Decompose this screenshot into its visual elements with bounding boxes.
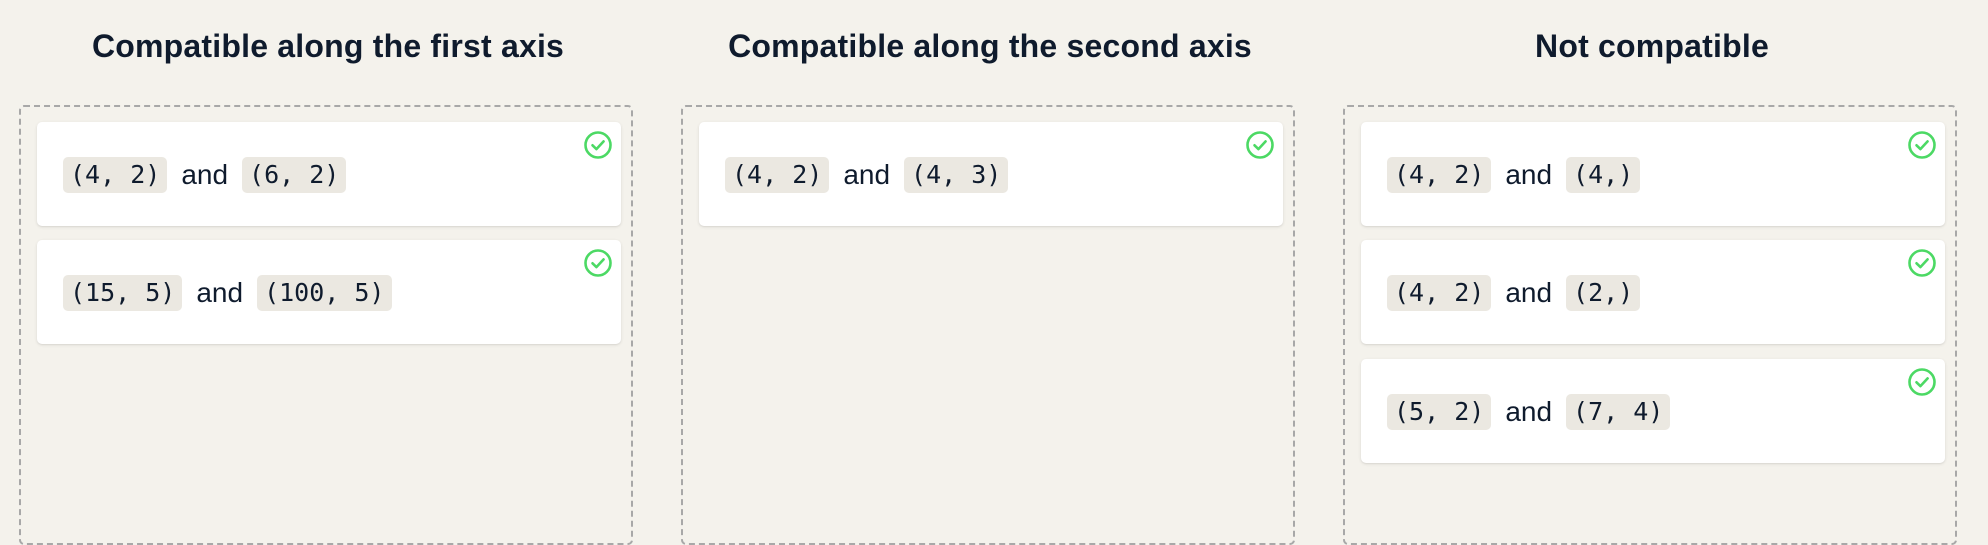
shape-code-left: (15, 5) (63, 275, 183, 311)
shape-code-right: (6, 2) (242, 157, 347, 193)
card-content: (15, 5) and (100, 5) (63, 274, 392, 312)
answer-card[interactable]: (15, 5) and (100, 5) (37, 240, 621, 344)
column-title: Not compatible (1535, 28, 1769, 64)
dropzone[interactable]: (4, 2) and (4,) (4, 2) and (2,) (5, 2) (1343, 105, 1957, 545)
shape-code-right: (4,) (1566, 157, 1641, 193)
shape-code-left: (5, 2) (1387, 394, 1492, 430)
check-circle-icon (1908, 131, 1936, 159)
answer-card[interactable]: (4, 2) and (6, 2) (37, 122, 621, 226)
card-content: (4, 2) and (4, 3) (725, 156, 1009, 194)
shape-code-right: (7, 4) (1566, 394, 1671, 430)
card-content: (4, 2) and (4,) (1387, 156, 1641, 194)
shape-code-right: (2,) (1566, 275, 1641, 311)
dropzone[interactable]: (4, 2) and (6, 2) (15, 5) and (100, 5) (19, 105, 633, 545)
check-circle-icon (1908, 249, 1936, 277)
shape-code-right: (4, 3) (904, 157, 1009, 193)
shape-code-left: (4, 2) (725, 157, 830, 193)
dropzone[interactable]: (4, 2) and (4, 3) (681, 105, 1295, 545)
card-content: (4, 2) and (6, 2) (63, 156, 347, 194)
answer-card[interactable]: (4, 2) and (4, 3) (699, 122, 1283, 226)
check-circle-icon (584, 249, 612, 277)
answer-card[interactable]: (4, 2) and (4,) (1361, 122, 1945, 226)
column-title: Compatible along the second axis (728, 28, 1252, 64)
card-content: (5, 2) and (7, 4) (1387, 393, 1671, 431)
shape-code-left: (4, 2) (1387, 157, 1492, 193)
shape-code-left: (4, 2) (1387, 275, 1492, 311)
card-content: (4, 2) and (2,) (1387, 274, 1641, 312)
column-title: Compatible along the first axis (91, 28, 565, 64)
shape-code-right: (100, 5) (257, 275, 392, 311)
check-circle-icon (1246, 131, 1274, 159)
check-circle-icon (584, 131, 612, 159)
answer-card[interactable]: (4, 2) and (2,) (1361, 240, 1945, 344)
connector-text: and (1505, 159, 1553, 190)
check-circle-icon (1908, 368, 1936, 396)
shape-code-left: (4, 2) (63, 157, 168, 193)
connector-text: and (196, 277, 244, 308)
connector-text: and (181, 159, 229, 190)
connector-text: and (1505, 396, 1553, 427)
answer-card[interactable]: (5, 2) and (7, 4) (1361, 359, 1945, 463)
connector-text: and (843, 159, 891, 190)
connector-text: and (1505, 277, 1553, 308)
